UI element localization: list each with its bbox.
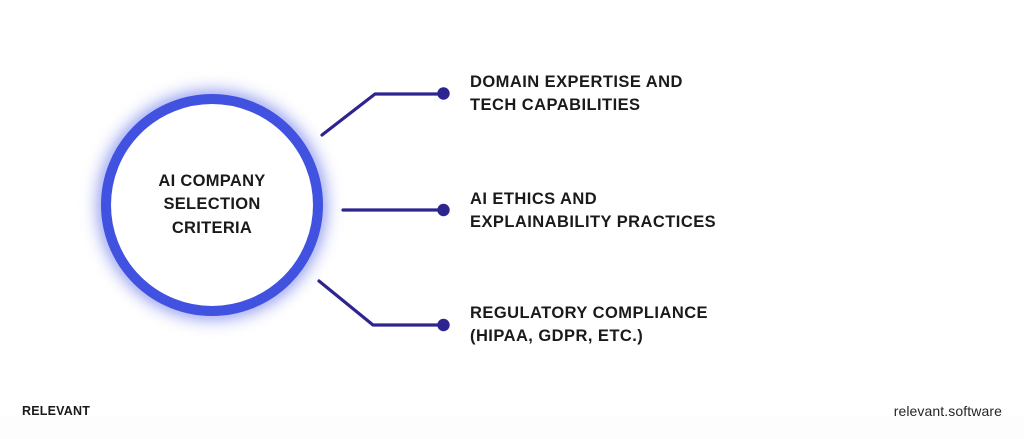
branch-label-domain-expertise: DOMAIN EXPERTISE AND TECH CAPABILITIES [470,71,683,118]
center-title-line-2: SELECTION [163,195,261,214]
center-title: AI COMPANY SELECTION CRITERIA [101,94,323,316]
branch-label-regulatory-compliance-line-1: REGULATORY COMPLIANCE [470,304,709,322]
footer-brand: RELEVANT [22,404,91,418]
branch-label-ai-ethics-line-2: EXPLAINABILITY PRACTICES [470,213,717,232]
branch-label-ai-ethics-line-1: AI ETHICS AND [470,190,598,208]
branch-label-regulatory-compliance-line-2: (HIPAA, GDPR, ETC.) [470,327,644,346]
connector-line-domain-expertise [320,92,442,137]
center-title-line-1: AI COMPANY [158,171,266,190]
center-circle: AI COMPANY SELECTION CRITERIA [94,87,330,323]
footer-website: relevant.software [893,403,1002,419]
connector-dot-regulatory-compliance [437,318,450,332]
branch-label-regulatory-compliance: REGULATORY COMPLIANCE (HIPAA, GDPR, ETC.… [470,302,708,349]
branch-label-ai-ethics: AI ETHICS AND EXPLAINABILITY PRACTICES [470,188,716,235]
connector-dot-ai-ethics [437,203,450,217]
connector-line-regulatory-compliance [317,279,442,327]
branch-label-domain-expertise-line-1: DOMAIN EXPERTISE AND [470,73,683,91]
bottom-band [0,417,1024,439]
branch-label-domain-expertise-line-2: TECH CAPABILITIES [470,96,641,115]
circle-ring [101,94,323,316]
connector-dot-domain-expertise [437,87,450,100]
center-title-line-3: CRITERIA [171,218,253,237]
